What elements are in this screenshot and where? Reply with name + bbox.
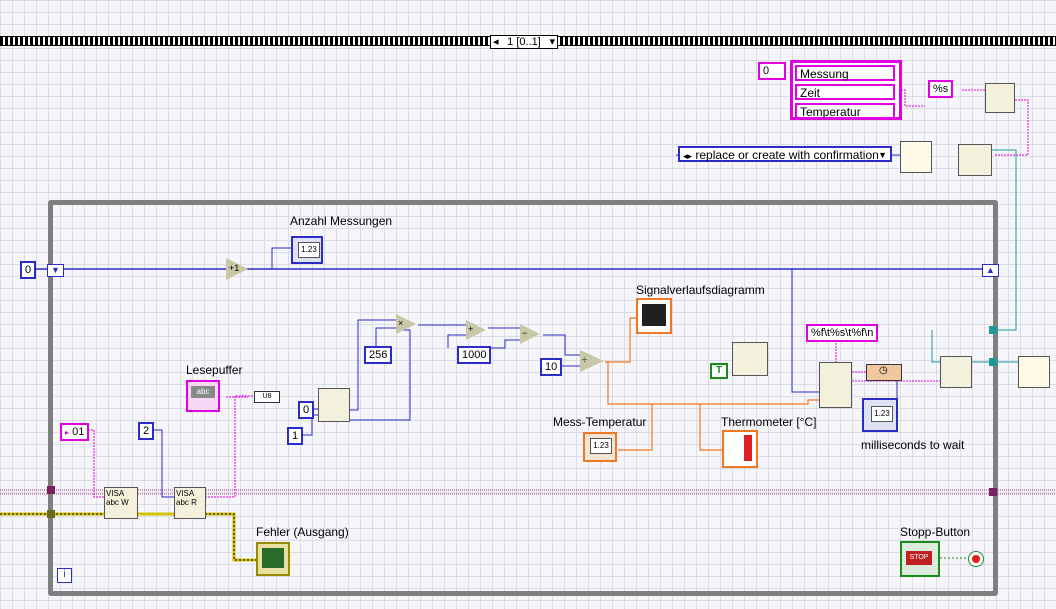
index-array-function[interactable] (318, 388, 350, 422)
frame-selector-label: 1 [0..1] (507, 36, 541, 48)
thermometer-indicator[interactable] (722, 430, 758, 468)
thermometer-label: Thermometer [°C] (721, 415, 817, 429)
while-loop[interactable] (48, 200, 998, 596)
visa-resource-value: 01 (72, 426, 85, 438)
array-index-constant[interactable]: 0 (298, 401, 315, 419)
loop-init-constant[interactable]: 0 (20, 261, 37, 279)
mess-temperatur-label: Mess-Temperatur (553, 415, 647, 429)
constant-256[interactable]: 256 (364, 346, 393, 364)
multiply-symbol: × (398, 318, 404, 328)
error-cluster-icon (262, 548, 284, 568)
tunnel-refnum-right-2 (989, 358, 997, 366)
file-operation-value: replace or create with confirmation (695, 148, 879, 162)
subtract-function[interactable] (520, 324, 540, 344)
open-create-file-function[interactable] (900, 141, 932, 173)
header-array-element[interactable]: Temperatur (795, 103, 895, 119)
milliseconds-to-wait-value: 1.23 (871, 406, 893, 422)
milliseconds-to-wait-label: milliseconds to wait (861, 438, 965, 452)
anzahl-messungen-label: Anzahl Messungen (290, 214, 393, 228)
shift-register-right[interactable]: ▲ (982, 264, 999, 277)
format-into-string-function[interactable] (819, 362, 852, 408)
loop-condition-terminal[interactable] (968, 551, 984, 567)
tunnel-refnum-right-1 (989, 326, 997, 334)
constant-1000[interactable]: 1000 (457, 346, 492, 364)
delimiter-constant[interactable]: %s (928, 80, 954, 98)
array-index-display[interactable]: 0 (758, 62, 786, 80)
milliseconds-to-wait-control[interactable]: 1.23 (862, 398, 898, 432)
dropdown-arrow-icon: ▼ (878, 150, 887, 160)
clock-icon: ◷ (879, 365, 888, 376)
next-frame-icon[interactable]: ▾ (549, 36, 555, 48)
header-array-element[interactable]: Zeit (795, 84, 895, 100)
waveform-chart-terminal[interactable] (636, 298, 672, 334)
lesepuffer-indicator[interactable]: abc (186, 380, 220, 412)
read-byte-count-constant[interactable]: 2 (138, 422, 155, 440)
array-index-constant-2[interactable]: 1 (287, 427, 304, 445)
add-symbol: + (468, 324, 474, 334)
fehler-indicator[interactable] (256, 542, 290, 576)
stop-button-face: STOP (906, 551, 932, 565)
header-string-array[interactable]: Messung Zeit Temperatur (790, 60, 902, 120)
multiply-function[interactable] (396, 314, 416, 334)
header-array-element[interactable]: Messung (795, 65, 895, 81)
increment-function[interactable] (226, 258, 248, 280)
shift-register-left[interactable]: ▼ (47, 264, 64, 277)
prev-frame-icon[interactable]: ◂ (493, 36, 499, 48)
divide-function[interactable] (580, 350, 604, 372)
signalverlaufsdiagramm-label: Signalverlaufsdiagramm (636, 283, 765, 297)
stopp-button-label: Stopp-Button (900, 525, 971, 539)
mess-temperatur-value: 1.23 (590, 438, 612, 454)
stop-if-true-icon (972, 555, 980, 563)
anzahl-messungen-value: 1.23 (298, 242, 320, 258)
file-operation-enum[interactable]: ◂▸ replace or create with confirmation ▼ (678, 146, 892, 162)
write-text-file-function[interactable] (940, 356, 972, 388)
subtract-symbol: − (522, 328, 528, 338)
lesepuffer-text: abc (191, 386, 215, 398)
lesepuffer-label: Lesepuffer (186, 363, 243, 377)
get-date-time-string-function[interactable] (732, 342, 768, 376)
visa-resource-icon: ▸ (65, 428, 70, 437)
stopp-button-control[interactable]: STOP (900, 541, 940, 577)
format-string-constant[interactable]: %f\t%s\t%f\n (806, 324, 879, 342)
mess-temperatur-indicator[interactable]: 1.23 (583, 432, 617, 462)
constant-10[interactable]: 10 (540, 358, 563, 376)
waveform-chart-icon (642, 304, 666, 326)
write-header-text-file-function[interactable] (958, 144, 992, 176)
close-file-function[interactable] (1018, 356, 1050, 388)
divide-symbol: ÷ (582, 355, 587, 365)
tunnel-string-right (989, 488, 997, 496)
visa-resource-constant[interactable]: ▸ 01 (60, 423, 90, 441)
enum-arrows-icon: ◂▸ (683, 151, 693, 161)
anzahl-messungen-indicator[interactable]: 1.23 (291, 236, 323, 264)
tunnel-string-left (47, 486, 55, 494)
type-cast-u8[interactable]: U8 (254, 391, 280, 403)
add-function[interactable] (466, 320, 486, 340)
wait-ms-function[interactable]: ◷ (866, 364, 902, 381)
iteration-terminal: i (57, 568, 72, 583)
sequence-frame-selector[interactable]: ◂ 1 [0..1] ▾ (490, 35, 558, 49)
thermometer-icon (744, 435, 752, 461)
array-to-spreadsheet-string-function[interactable] (985, 83, 1015, 113)
increment-symbol: +1 (229, 263, 240, 273)
fehler-label: Fehler (Ausgang) (256, 525, 349, 539)
true-constant[interactable]: T (710, 363, 728, 379)
tunnel-error-left (47, 510, 55, 518)
